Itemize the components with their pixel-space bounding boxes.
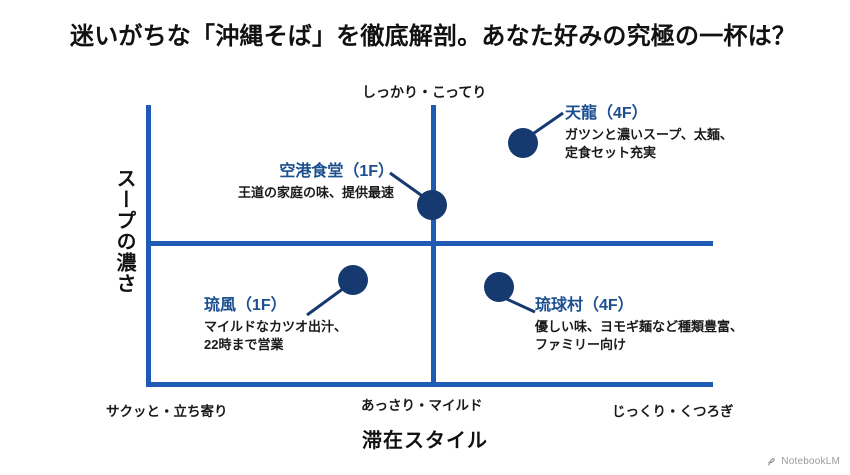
y-axis-title: スープの濃さ [113, 168, 135, 294]
watermark: NotebookLM [767, 456, 840, 467]
data-point-ryufu[interactable] [338, 265, 368, 295]
callout-ryufu: 琉風（1F） マイルドなカツオ出汁、 22時まで営業 [204, 296, 347, 355]
callout-tenryu-desc-line-2: 定食セット充実 [565, 145, 657, 161]
data-point-ryukyumura[interactable] [484, 272, 514, 302]
callout-tenryu-desc-line-1: ガツンと濃いスープ、太麺、 [565, 127, 733, 142]
watermark-label: NotebookLM [781, 456, 840, 467]
data-point-tenryu[interactable] [508, 128, 538, 158]
callout-kuko-shokudo-title: 空港食堂（1F） [279, 163, 394, 180]
axis-top-label: しっかり・こってり [362, 84, 487, 100]
chart-axis-bottom-border [146, 382, 713, 387]
callout-tenryu-description: ガツンと濃いスープ、太麺、 定食セット充実 [565, 126, 733, 163]
callout-ryukyumura-desc-line-1: 優しい味、ヨモギ麺など種類豊富、 [535, 319, 744, 334]
callout-ryufu-desc-line-2: 22時まで営業 [204, 337, 284, 353]
callout-tenryu-title: 天龍（4F） [565, 105, 648, 122]
callout-kuko-shokudo: 空港食堂（1F） 王道の家庭の味、提供最速 [196, 162, 394, 202]
callout-ryukyumura-title: 琉球村（4F） [535, 297, 634, 314]
callout-kuko-shokudo-description: 王道の家庭の味、提供最速 [196, 184, 394, 202]
callout-ryukyumura: 琉球村（4F） 優しい味、ヨモギ麺など種類豊富、 ファミリー向け [535, 296, 743, 355]
callout-tenryu: 天龍（4F） ガツンと濃いスープ、太麺、 定食セット充実 [565, 104, 733, 163]
callout-ryufu-description: マイルドなカツオ出汁、 22時まで営業 [204, 318, 347, 355]
notebooklm-icon [767, 457, 777, 467]
chart-axis-horizontal [146, 241, 713, 246]
x-axis-tick-center: あっさり・マイルド [361, 398, 483, 413]
callout-kuko-shokudo-desc-line-1: 王道の家庭の味、提供最速 [237, 185, 394, 200]
callout-ryukyumura-desc-line-2: ファミリー向け [535, 337, 627, 353]
callout-ryufu-desc-line-1: マイルドなカツオ出汁、 [204, 319, 348, 334]
x-axis-tick-left: サクッと・立ち寄り [106, 404, 228, 419]
callout-ryufu-title: 琉風（1F） [204, 297, 287, 314]
data-point-kuko-shokudo[interactable] [417, 190, 447, 220]
x-axis-tick-right: じっくり・くつろぎ [612, 404, 734, 419]
callout-ryukyumura-description: 優しい味、ヨモギ麺など種類豊富、 ファミリー向け [535, 318, 743, 355]
x-axis-title: 滞在スタイル [362, 430, 488, 452]
page-title: 迷いがちな「沖縄そば」を徹底解剖。あなた好みの究極の一杯は？ [70, 23, 796, 50]
